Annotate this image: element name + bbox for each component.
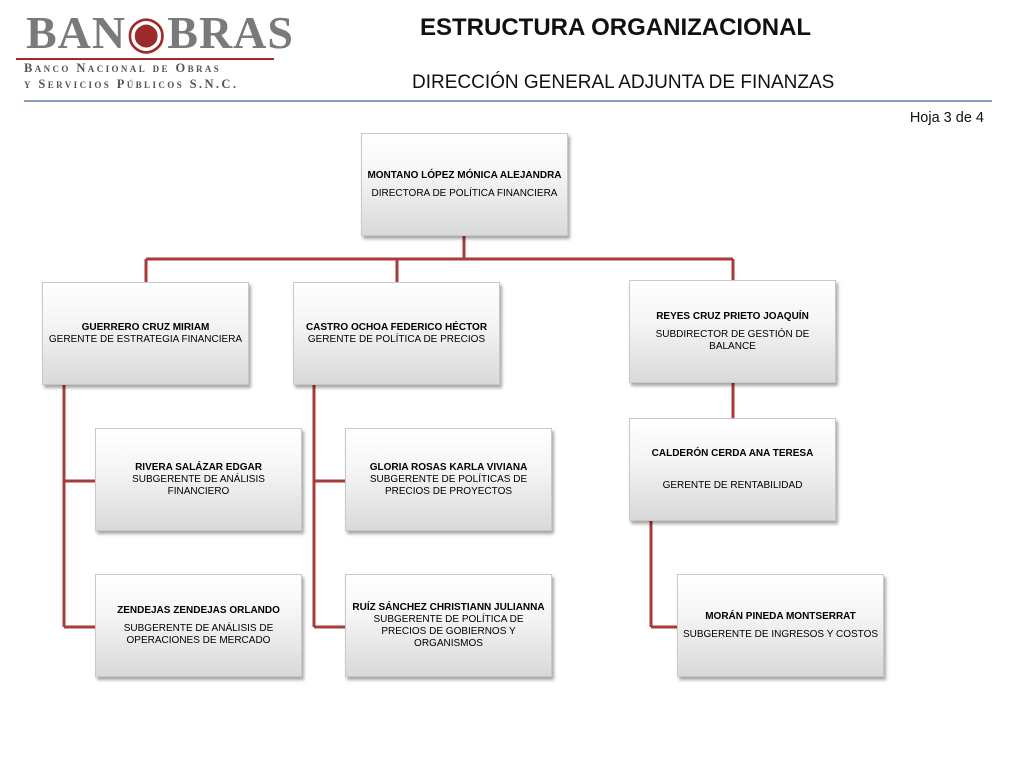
org-box-gloria: GLORIA ROSAS KARLA VIVIANA SUBGERENTE DE… — [345, 428, 552, 531]
logo-wordmark-right: BRAS — [167, 7, 294, 58]
org-box-zendejas: ZENDEJAS ZENDEJAS ORLANDO SUBGERENTE DE … — [95, 574, 302, 677]
org-role: SUBGERENTE DE ANÁLISIS DE OPERACIONES DE… — [123, 623, 274, 646]
header-divider — [24, 100, 992, 102]
org-name: MORÁN PINEDA MONTSERRAT — [705, 611, 856, 622]
org-role: SUBGERENTE DE POLÍTICAS DE PRECIOS DE PR… — [369, 474, 528, 497]
org-name: CASTRO OCHOA FEDERICO HÉCTOR — [305, 322, 488, 333]
org-box-castro: CASTRO OCHOA FEDERICO HÉCTOR GERENTE DE … — [293, 282, 500, 385]
org-name: MONTANO LÓPEZ MÓNICA ALEJANDRA — [367, 170, 562, 181]
org-box-calderon: CALDERÓN CERDA ANA TERESA GERENTE DE REN… — [629, 418, 836, 521]
org-name: REYES CRUZ PRIETO JOAQUÍN — [656, 311, 809, 322]
logo-tagline-2: y Servicios Públicos S.N.C. — [24, 77, 239, 91]
org-name: GLORIA ROSAS KARLA VIVIANA — [369, 462, 528, 473]
org-box-director: MONTANO LÓPEZ MÓNICA ALEJANDRA DIRECTORA… — [361, 133, 568, 236]
org-role: SUBGERENTE DE INGRESOS Y COSTOS — [682, 629, 879, 640]
org-role: GERENTE DE ESTRATEGIA FINANCIERA — [48, 334, 243, 345]
org-box-rivera: RIVERA SALÁZAR EDGAR SUBGERENTE DE ANÁLI… — [95, 428, 302, 531]
logo-rule — [16, 58, 274, 60]
org-name: RUÍZ SÁNCHEZ CHRISTIANN JULIANNA — [352, 602, 545, 613]
logo-tagline-1: Banco Nacional de Obras — [24, 61, 222, 75]
org-role: SUBGERENTE DE POLÍTICA DE PRECIOS DE GOB… — [373, 614, 524, 649]
page-subtitle: DIRECCIÓN GENERAL ADJUNTA DE FINANZAS — [412, 72, 835, 93]
logo-wordmark: BAN◉BRAS — [26, 8, 294, 58]
org-name: RIVERA SALÁZAR EDGAR — [135, 462, 262, 473]
banobras-logo: BAN◉BRAS Banco Nacional de Obras y Servi… — [14, 8, 293, 98]
org-role: SUBDIRECTOR DE GESTIÓN DE BALANCE — [655, 329, 810, 352]
org-role: DIRECTORA DE POLÍTICA FINANCIERA — [371, 188, 558, 199]
org-box-ruiz: RUÍZ SÁNCHEZ CHRISTIANN JULIANNA SUBGERE… — [345, 574, 552, 677]
org-role: GERENTE DE RENTABILIDAD — [662, 480, 803, 491]
logo-emblem: ◉ — [126, 7, 168, 58]
org-name: CALDERÓN CERDA ANA TERESA — [651, 448, 814, 459]
org-role: GERENTE DE POLÍTICA DE PRECIOS — [307, 334, 486, 345]
org-name: GUERRERO CRUZ MIRIAM — [81, 322, 210, 333]
page-number: Hoja 3 de 4 — [909, 110, 984, 126]
logo-wordmark-left: BAN — [26, 7, 127, 58]
org-box-moran: MORÁN PINEDA MONTSERRAT SUBGERENTE DE IN… — [677, 574, 884, 677]
org-name: ZENDEJAS ZENDEJAS ORLANDO — [117, 605, 280, 616]
page-title: ESTRUCTURA ORGANIZACIONAL — [420, 14, 812, 41]
org-role: SUBGERENTE DE ANÁLISIS FINANCIERO — [132, 474, 265, 497]
org-box-reyes: REYES CRUZ PRIETO JOAQUÍN SUBDIRECTOR DE… — [629, 280, 836, 383]
org-box-guerrero: GUERRERO CRUZ MIRIAM GERENTE DE ESTRATEG… — [42, 282, 249, 385]
